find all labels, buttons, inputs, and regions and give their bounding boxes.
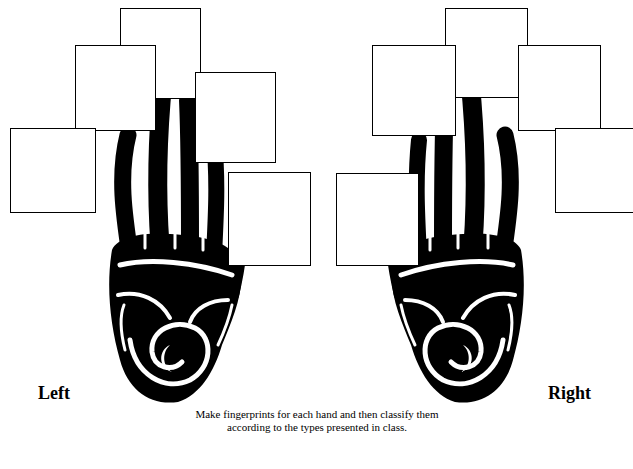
left-fingerprint-boxes: [11, 9, 311, 266]
hand-label: Right: [548, 383, 591, 405]
hand-label: Left: [38, 383, 70, 405]
instruction-caption: Make fingerprints for each hand and then…: [186, 408, 448, 434]
right-fingerprint-boxes: [337, 9, 633, 266]
